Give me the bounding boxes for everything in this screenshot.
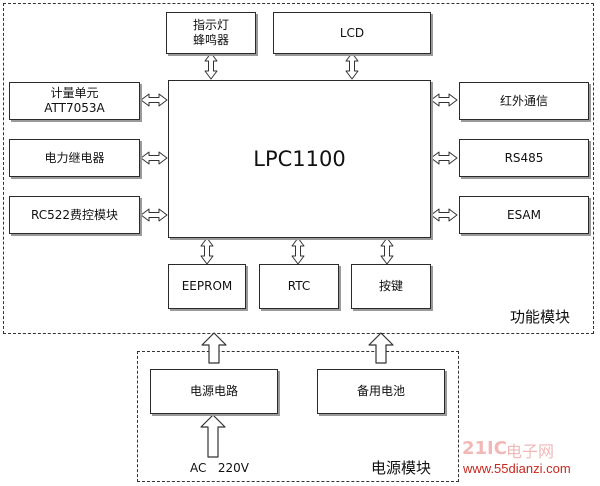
mcu-block: LPC1100 (168, 80, 431, 238)
power-relay-block: 电力继电器 (9, 139, 140, 177)
power-module-label: 电源模块 (371, 459, 432, 477)
watermark-brand-cn: 电子网 (506, 442, 555, 461)
esam-block: ESAM (459, 196, 589, 234)
power-circuit-block: 电源电路 (150, 369, 278, 414)
function-module-label: 功能模块 (510, 308, 571, 326)
backup-battery-block: 备用电池 (317, 369, 445, 414)
eeprom-block: EEPROM (168, 264, 246, 309)
rc522-module-block: RC522费控模块 (9, 196, 140, 234)
ir-communication-block: 红外通信 (459, 82, 589, 120)
function-module-border (3, 3, 594, 334)
rtc-block: RTC (259, 264, 339, 309)
indicator-buzzer-block: 指示灯 蜂鸣器 (166, 12, 256, 54)
watermark-brand: 21IC (462, 438, 507, 459)
rs485-block: RS485 (459, 139, 589, 177)
watermark-url: www.55dianzi.com (463, 461, 571, 476)
metering-unit-block: 计量单元 ATT7053A (9, 82, 140, 120)
keys-block: 按键 (351, 264, 431, 309)
ac-input-label: AC 220V (190, 461, 249, 475)
power-module-border (137, 351, 459, 482)
lcd-block: LCD (273, 12, 431, 54)
